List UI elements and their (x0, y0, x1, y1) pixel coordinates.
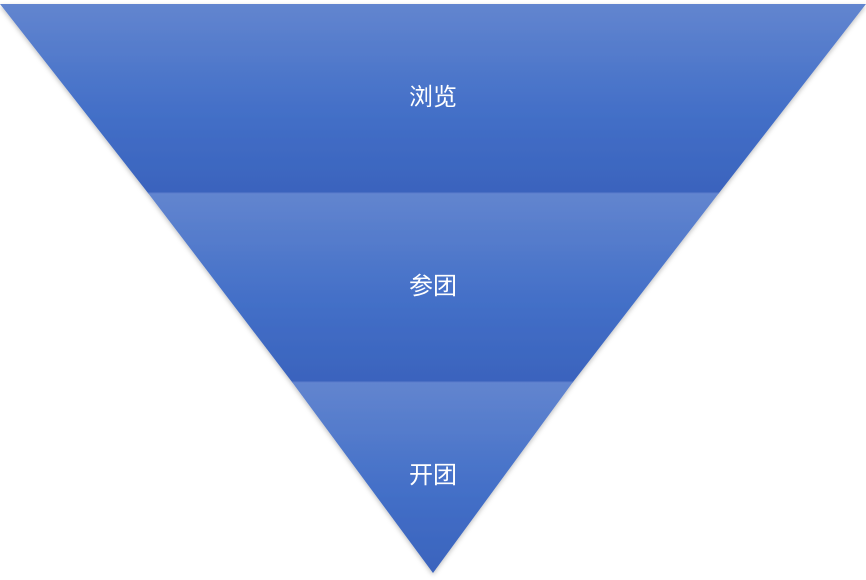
funnel-stage-2 (148, 193, 719, 382)
funnel-stage-1-label: 浏览 (409, 83, 457, 111)
funnel-stage-1 (0, 4, 866, 193)
funnel-stage-3 (292, 382, 573, 573)
funnel-stage-2-label: 参团 (409, 272, 457, 300)
funnel-stage-3-label: 开团 (409, 461, 457, 489)
